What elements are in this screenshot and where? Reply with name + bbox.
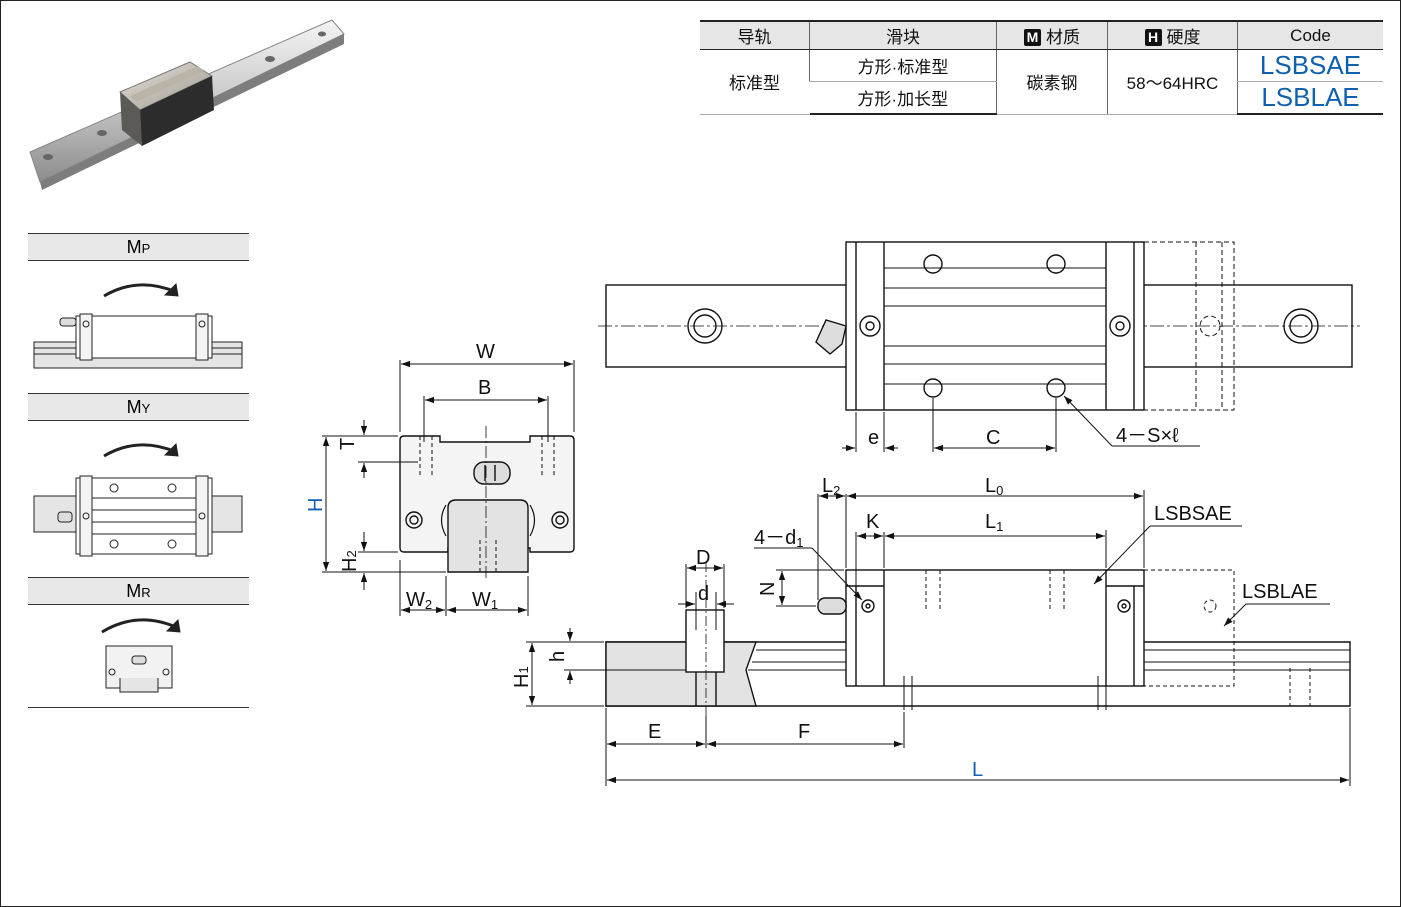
dim-small-d: d xyxy=(698,583,709,605)
dim-l1: L1 xyxy=(985,511,1003,534)
dim-e: e xyxy=(868,427,879,449)
code-lsblae[interactable]: LSBLAE xyxy=(1237,81,1383,115)
rail-type-cell: 标准型 xyxy=(700,49,810,115)
moment-label-my: MY xyxy=(28,393,249,421)
dim-h1: H1 xyxy=(511,666,533,688)
callout-lsbsae: LSBSAE xyxy=(1154,503,1232,525)
top-view xyxy=(598,241,1360,411)
dim-b: B xyxy=(478,377,491,399)
my-rotation-arrow-icon xyxy=(103,443,177,458)
dim-l2: L2 xyxy=(822,475,840,498)
mr-diagram xyxy=(101,618,181,693)
dim-l: L xyxy=(972,759,983,781)
top-view-block xyxy=(845,241,1145,411)
header-code: Code xyxy=(1237,20,1383,50)
end-view-block-outline xyxy=(399,435,575,553)
dim-w1: W1 xyxy=(472,589,498,612)
end-view xyxy=(399,426,575,580)
dim-w2: W2 xyxy=(406,589,432,612)
dim-n: N xyxy=(757,582,779,596)
dim-h: H xyxy=(305,498,327,512)
dim-c: C xyxy=(986,427,1000,449)
material-cell: 碳素钢 xyxy=(996,49,1108,115)
side-view-dimensions xyxy=(526,490,1351,786)
top-view-labels: e C 4－S×ℓ xyxy=(868,425,1179,449)
moment-label-mr: MR xyxy=(28,577,249,605)
dim-l0: L0 xyxy=(985,475,1003,498)
end-view-rail xyxy=(447,499,529,573)
side-view-labels: L2 L0 K L1 4－d1 D d N h H1 E F L LSBSAE … xyxy=(511,475,1318,781)
dim-k: K xyxy=(866,511,880,533)
end-view-dimensions xyxy=(322,360,575,616)
block-standard-cell: 方形·标准型 xyxy=(809,49,997,82)
header-rail: 导轨 xyxy=(700,20,810,50)
dim-f: F xyxy=(798,721,810,743)
dim-d1: 4－d1 xyxy=(754,527,803,550)
dim-t: T xyxy=(337,438,359,450)
moment-label-mp: MP xyxy=(28,233,249,261)
my-diagram xyxy=(33,442,243,557)
product-photo xyxy=(29,19,345,190)
header-block: 滑块 xyxy=(809,20,997,50)
mp-rotation-arrow-icon xyxy=(103,283,177,298)
block-long-cell: 方形·加长型 xyxy=(809,81,997,115)
mp-diagram xyxy=(33,282,243,369)
callout-lsblae: LSBLAE xyxy=(1242,581,1318,603)
dim-small-h: h xyxy=(547,651,569,662)
dim-e-big: E xyxy=(648,721,661,743)
dim-h2: H2 xyxy=(339,550,361,572)
material-badge-icon: M xyxy=(1024,29,1041,46)
dim-w: W xyxy=(476,341,495,363)
moment-diagrams xyxy=(33,282,243,693)
code-lsbsae[interactable]: LSBSAE xyxy=(1237,49,1383,82)
dim-big-d: D xyxy=(696,547,710,569)
mr-rotation-arrow-icon xyxy=(101,618,179,634)
hardness-cell: 58～64HRC xyxy=(1107,49,1238,115)
moment-panel-bottom-rule xyxy=(28,707,249,708)
dim-holes: 4－S×ℓ xyxy=(1116,425,1179,447)
top-view-dimensions xyxy=(842,395,1200,452)
side-view-block xyxy=(845,569,1145,687)
end-view-labels: W B T H H2 W2 W1 xyxy=(305,341,498,612)
side-view xyxy=(605,562,1351,716)
hardness-badge-icon: H xyxy=(1144,29,1162,46)
